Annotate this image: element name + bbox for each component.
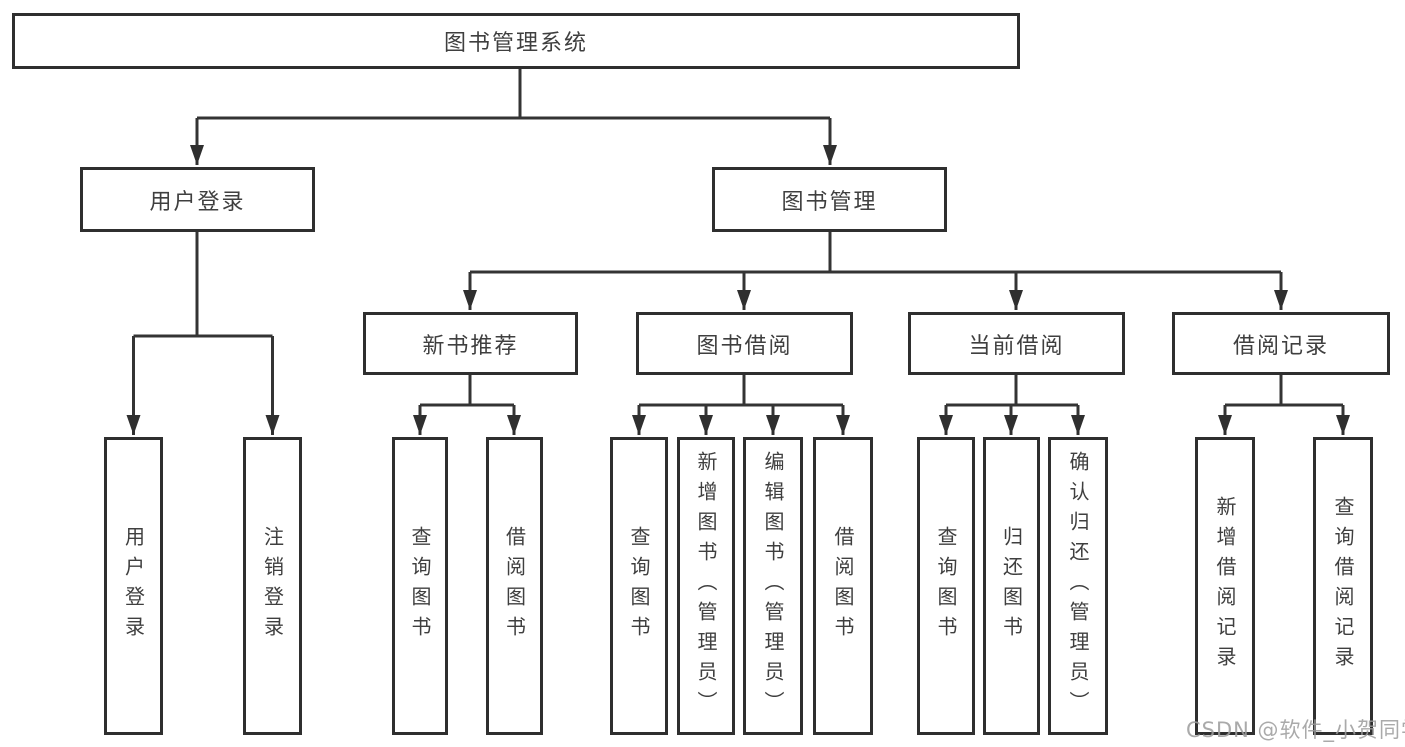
node-group-new-book-recommend: 新书推荐	[363, 312, 578, 375]
node-label: 图书管理	[781, 189, 878, 215]
node-label: 查询图书	[408, 526, 432, 646]
node-leaf-confirm-return-admin: 确认归还（管理员）	[1048, 437, 1108, 735]
node-label: 图书管理系统	[443, 31, 588, 56]
node-leaf-add-borrow-record: 新增借阅记录	[1195, 437, 1255, 735]
node-label: 归还图书	[999, 526, 1024, 646]
node-label: 新增借阅记录	[1213, 496, 1237, 676]
node-label: 当前借阅	[968, 333, 1065, 359]
node-group-borrow-records: 借阅记录	[1172, 312, 1390, 375]
node-leaf-query-books-borrow: 查询图书	[610, 437, 668, 735]
node-label: 借阅记录	[1232, 333, 1329, 359]
node-leaf-return-books: 归还图书	[983, 437, 1040, 735]
node-leaf-logout: 注销登录	[243, 437, 302, 735]
node-leaf-query-books-current: 查询图书	[917, 437, 975, 735]
node-label: 编辑图书（管理员）	[761, 451, 785, 721]
node-branch-book-management: 图书管理	[712, 167, 947, 232]
node-label: 新增图书（管理员）	[694, 451, 718, 721]
node-label: 确认归还（管理员）	[1066, 451, 1090, 721]
node-label: 借阅图书	[831, 526, 855, 646]
node-label: 查询图书	[934, 526, 958, 646]
node-group-current-borrow: 当前借阅	[908, 312, 1125, 375]
node-group-book-borrow: 图书借阅	[636, 312, 853, 375]
csdn-watermark: CSDN @软件_小贺同学	[1186, 718, 1405, 742]
node-leaf-user-login: 用户登录	[104, 437, 163, 735]
node-root-library-management-system: 图书管理系统	[12, 13, 1020, 69]
node-label: 用户登录	[149, 189, 246, 215]
node-leaf-edit-books-admin: 编辑图书（管理员）	[743, 437, 803, 735]
node-label: 查询借阅记录	[1331, 496, 1355, 676]
node-leaf-query-borrow-record: 查询借阅记录	[1313, 437, 1373, 735]
node-leaf-borrow-books-recommend: 借阅图书	[486, 437, 543, 735]
node-label: 新书推荐	[422, 333, 519, 359]
node-leaf-add-books-admin: 新增图书（管理员）	[677, 437, 735, 735]
node-leaf-query-books-recommend: 查询图书	[392, 437, 448, 735]
node-branch-user-login: 用户登录	[80, 167, 315, 232]
node-label: 借阅图书	[502, 526, 527, 646]
node-label: 注销登录	[260, 526, 285, 646]
node-label: 用户登录	[121, 526, 146, 646]
node-leaf-borrow-books: 借阅图书	[813, 437, 873, 735]
node-label: 查询图书	[627, 526, 651, 646]
node-label: 图书借阅	[696, 333, 793, 359]
